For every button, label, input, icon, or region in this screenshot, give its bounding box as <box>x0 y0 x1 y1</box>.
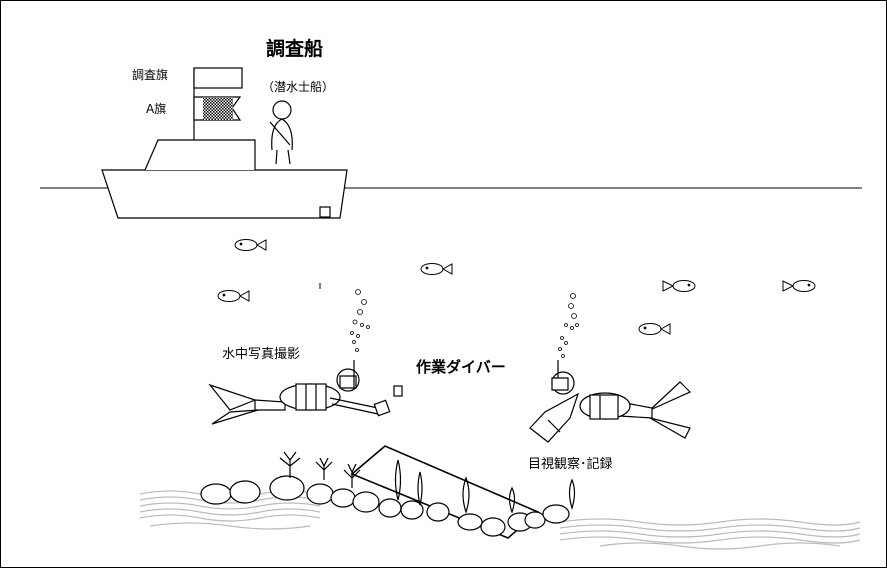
photographer-label: 水中写真撮影 <box>222 346 300 362</box>
fish-icon <box>217 290 250 302</box>
working-diver-icon <box>529 360 692 443</box>
seaweed-plants <box>279 451 576 514</box>
ship-cabin <box>144 139 256 171</box>
survey-ship <box>101 67 348 219</box>
ship-rudder <box>319 206 331 218</box>
ship-subtitle: （潜水士船） <box>262 80 334 94</box>
fish-icon <box>662 280 696 292</box>
fish-icon <box>420 263 453 275</box>
photographer-diver-icon <box>208 360 403 425</box>
fish-icon <box>782 280 816 292</box>
crew-person-icon <box>269 100 293 165</box>
ship-hull <box>101 169 348 219</box>
survey-flag-icon <box>193 67 243 89</box>
fish-icon <box>638 323 671 335</box>
bubbles-icon <box>558 293 579 358</box>
bubbles-icon <box>350 289 370 352</box>
observer-label: 目視観察･記録 <box>528 456 613 472</box>
diver-label: 作業ダイバー <box>416 358 506 376</box>
survey-flag-label: 調査旗 <box>132 67 168 82</box>
seabed-waves <box>139 490 861 550</box>
ship-title: 調査船 <box>266 37 323 60</box>
fish-icon <box>234 239 267 251</box>
seabed-rocks <box>200 475 570 537</box>
a-flag-label: A旗 <box>146 101 166 116</box>
